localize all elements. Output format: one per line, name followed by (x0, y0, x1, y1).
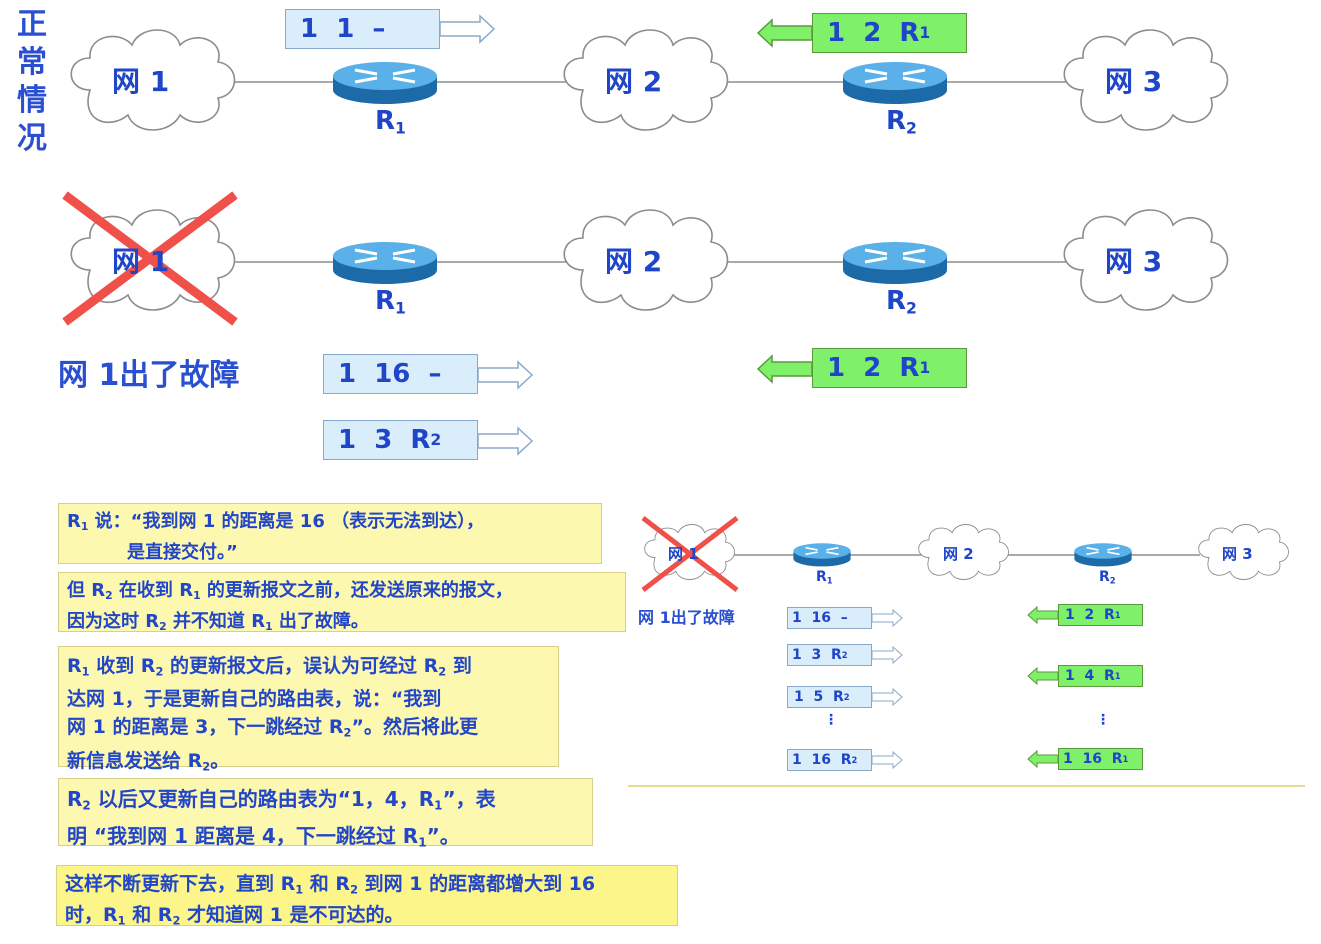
top-net2-label: 网 2 (605, 65, 663, 98)
mini-fault-label: 网 1出了故障 (638, 608, 735, 627)
mid-net1-label: 网 1 (112, 245, 170, 278)
mid-r1-label: R1 (375, 286, 406, 318)
mini-router-r1-icon (792, 542, 852, 568)
mini-router-r2-icon (1073, 542, 1133, 568)
top-arrow-left-icon (756, 18, 813, 48)
mid-net2-label: 网 2 (605, 245, 663, 278)
mini-left-dots: ⋮ (824, 712, 838, 728)
mini-left-packet-1: 1 16 – (787, 607, 872, 629)
mid-arrow-right-2-icon (477, 426, 534, 456)
mid-r1-packet-1: 1 16 – (323, 354, 478, 394)
top-router-r1-icon (331, 60, 439, 106)
note-3: R1 收到 R2 的更新报文后，误认为可经过 R2 到 达网 1，于是更新自己的… (58, 646, 559, 773)
note-1: R1 说：“我到网 1 的距离是 16 （表示无法到达）， 是直接交付。” (58, 503, 602, 564)
top-router-r2-icon (841, 60, 949, 106)
note-2: 但 R2 在收到 R1 的更新报文之前，还发送原来的报文， 因为这时 R2 并不… (58, 572, 626, 633)
mini-net2-label: 网 2 (943, 545, 974, 563)
mid-arrow-left-icon (756, 354, 813, 384)
mini-r2-label: R2 (1099, 569, 1116, 586)
mid-r2-label: R2 (886, 286, 917, 318)
mid-router-r1-icon (331, 240, 439, 286)
top-r1-label: R1 (375, 106, 406, 138)
top-net1-label: 网 1 (112, 65, 170, 98)
mid-router-r2-icon (841, 240, 949, 286)
side-title: 正 常 情 况 (17, 7, 47, 156)
top-arrow-right-icon (439, 14, 496, 44)
top-r1-packet: 1 1 – (285, 9, 440, 49)
top-net3-label: 网 3 (1105, 65, 1163, 98)
top-r2-label: R2 (886, 106, 917, 138)
mini-net3-label: 网 3 (1222, 545, 1253, 563)
mid-net3-label: 网 3 (1105, 245, 1163, 278)
mid-fault-label: 网 1出了故障 (58, 358, 240, 393)
mid-arrow-right-1-icon (477, 360, 534, 390)
mini-r1-label: R1 (816, 569, 833, 586)
note-5: 这样不断更新下去，直到 R1 和 R2 到网 1 的距离都增大到 16 时，R1… (56, 865, 678, 928)
mini-right-dots: ⋮ (1096, 712, 1110, 728)
mini-net1-label: 网 1 (668, 545, 699, 563)
note-4: R2 以后又更新自己的路由表为“1，4，R1”，表 明 “我到网 1 距离是 4… (58, 778, 593, 849)
